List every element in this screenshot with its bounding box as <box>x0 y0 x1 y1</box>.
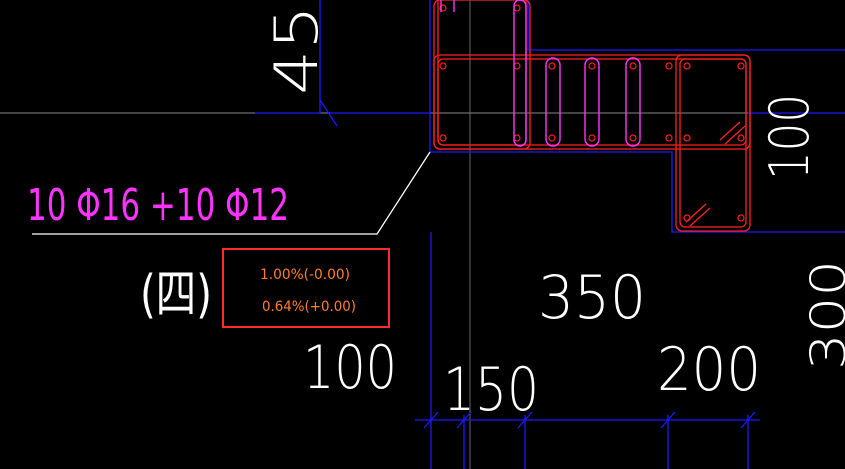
dimension-300-partial: 300 <box>801 260 845 370</box>
ratio-line-2: 0.64%(+0.00) <box>262 299 356 315</box>
dimension-200: 200 <box>657 335 761 405</box>
dimension-100-bottom: 100 <box>303 333 397 403</box>
rebar-points <box>439 4 745 222</box>
section-number-label: (四) <box>140 265 212 325</box>
rebar-cage <box>433 0 751 232</box>
dimension-150: 150 <box>443 355 539 425</box>
dimension-45: 45 <box>262 5 332 95</box>
ratio-highlight-box <box>222 248 390 328</box>
leader-line <box>32 151 431 235</box>
stirrups <box>440 0 641 147</box>
dimension-350: 350 <box>538 263 646 333</box>
rebar-spec-label: 10 Φ16 +10 Φ12 <box>27 180 289 231</box>
ratio-line-1: 1.00%(-0.00) <box>260 267 350 283</box>
axis-lines <box>255 0 845 469</box>
dimension-100-right: 100 <box>758 94 821 180</box>
